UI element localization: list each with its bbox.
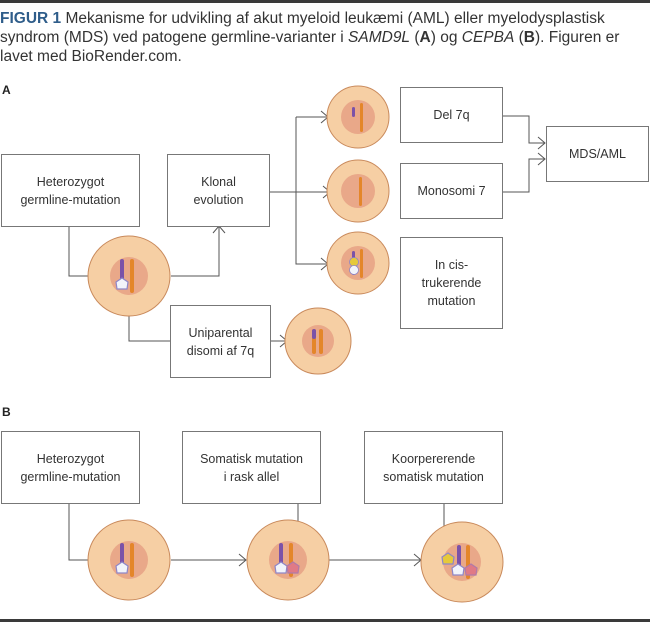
mutation-marker (115, 277, 129, 290)
connector-a6 (295, 117, 328, 265)
box-a-monosomi: Monosomi 7 (400, 163, 503, 219)
cell-a-germline (87, 235, 171, 317)
caption-end: ). (534, 29, 545, 46)
connector-a9 (503, 158, 545, 193)
gene-samd9l: SAMD9L (348, 29, 411, 46)
panel-ref-a: A (419, 29, 431, 46)
bottom-rule (0, 619, 650, 622)
cell-b-somatic (246, 519, 330, 601)
box-b-somatisk: Somatisk mutation i rask allel (182, 431, 321, 504)
connector-a8 (503, 115, 545, 144)
cell-a-incis (326, 231, 390, 295)
caption-og: ) og (430, 29, 462, 46)
figure-caption: FIGUR 1 Mekanisme for udvikling af akut … (0, 9, 640, 66)
box-b-heterozygot: Heterozygot germline-mutation (1, 431, 140, 504)
mutation-marker (115, 561, 129, 574)
cell-a-uniparental (284, 307, 352, 375)
panel-label-a: A (2, 83, 11, 97)
caption-paren: ( (514, 29, 524, 46)
box-a-klonal: Klonal evolution (167, 154, 270, 227)
panel-label-b: B (2, 405, 11, 419)
cell-b-cooperating (420, 521, 504, 603)
cell-b-germline (87, 519, 171, 601)
box-a-heterozygot: Heterozygot germline-mutation (1, 154, 140, 227)
panel-ref-b: B (523, 29, 535, 46)
box-a-del7q: Del 7q (400, 87, 503, 143)
top-rule (0, 0, 650, 3)
caption-credit: Figuren er lavet med BioRender.com. (0, 29, 620, 65)
gene-cepba: CEPBA (461, 29, 515, 46)
cell-a-del7q (326, 85, 390, 149)
cell-a-monosomi (326, 159, 390, 223)
box-a-uniparental: Uniparental disomi af 7q (170, 305, 271, 378)
connector-a2 (171, 226, 220, 277)
box-b-koorp: Koorpererende somatisk mutation (364, 431, 503, 504)
chromosome-orange (130, 259, 134, 293)
box-a-incis: In cis- trukerende mutation (400, 237, 503, 329)
caption-paren: ( (410, 29, 420, 46)
box-a-mdsaml: MDS/AML (546, 126, 649, 182)
connector-a3 (128, 314, 170, 342)
caption-text: Mekanisme for udvikling af akut myeloid … (0, 10, 605, 46)
figure-label: FIGUR 1 (0, 10, 62, 27)
